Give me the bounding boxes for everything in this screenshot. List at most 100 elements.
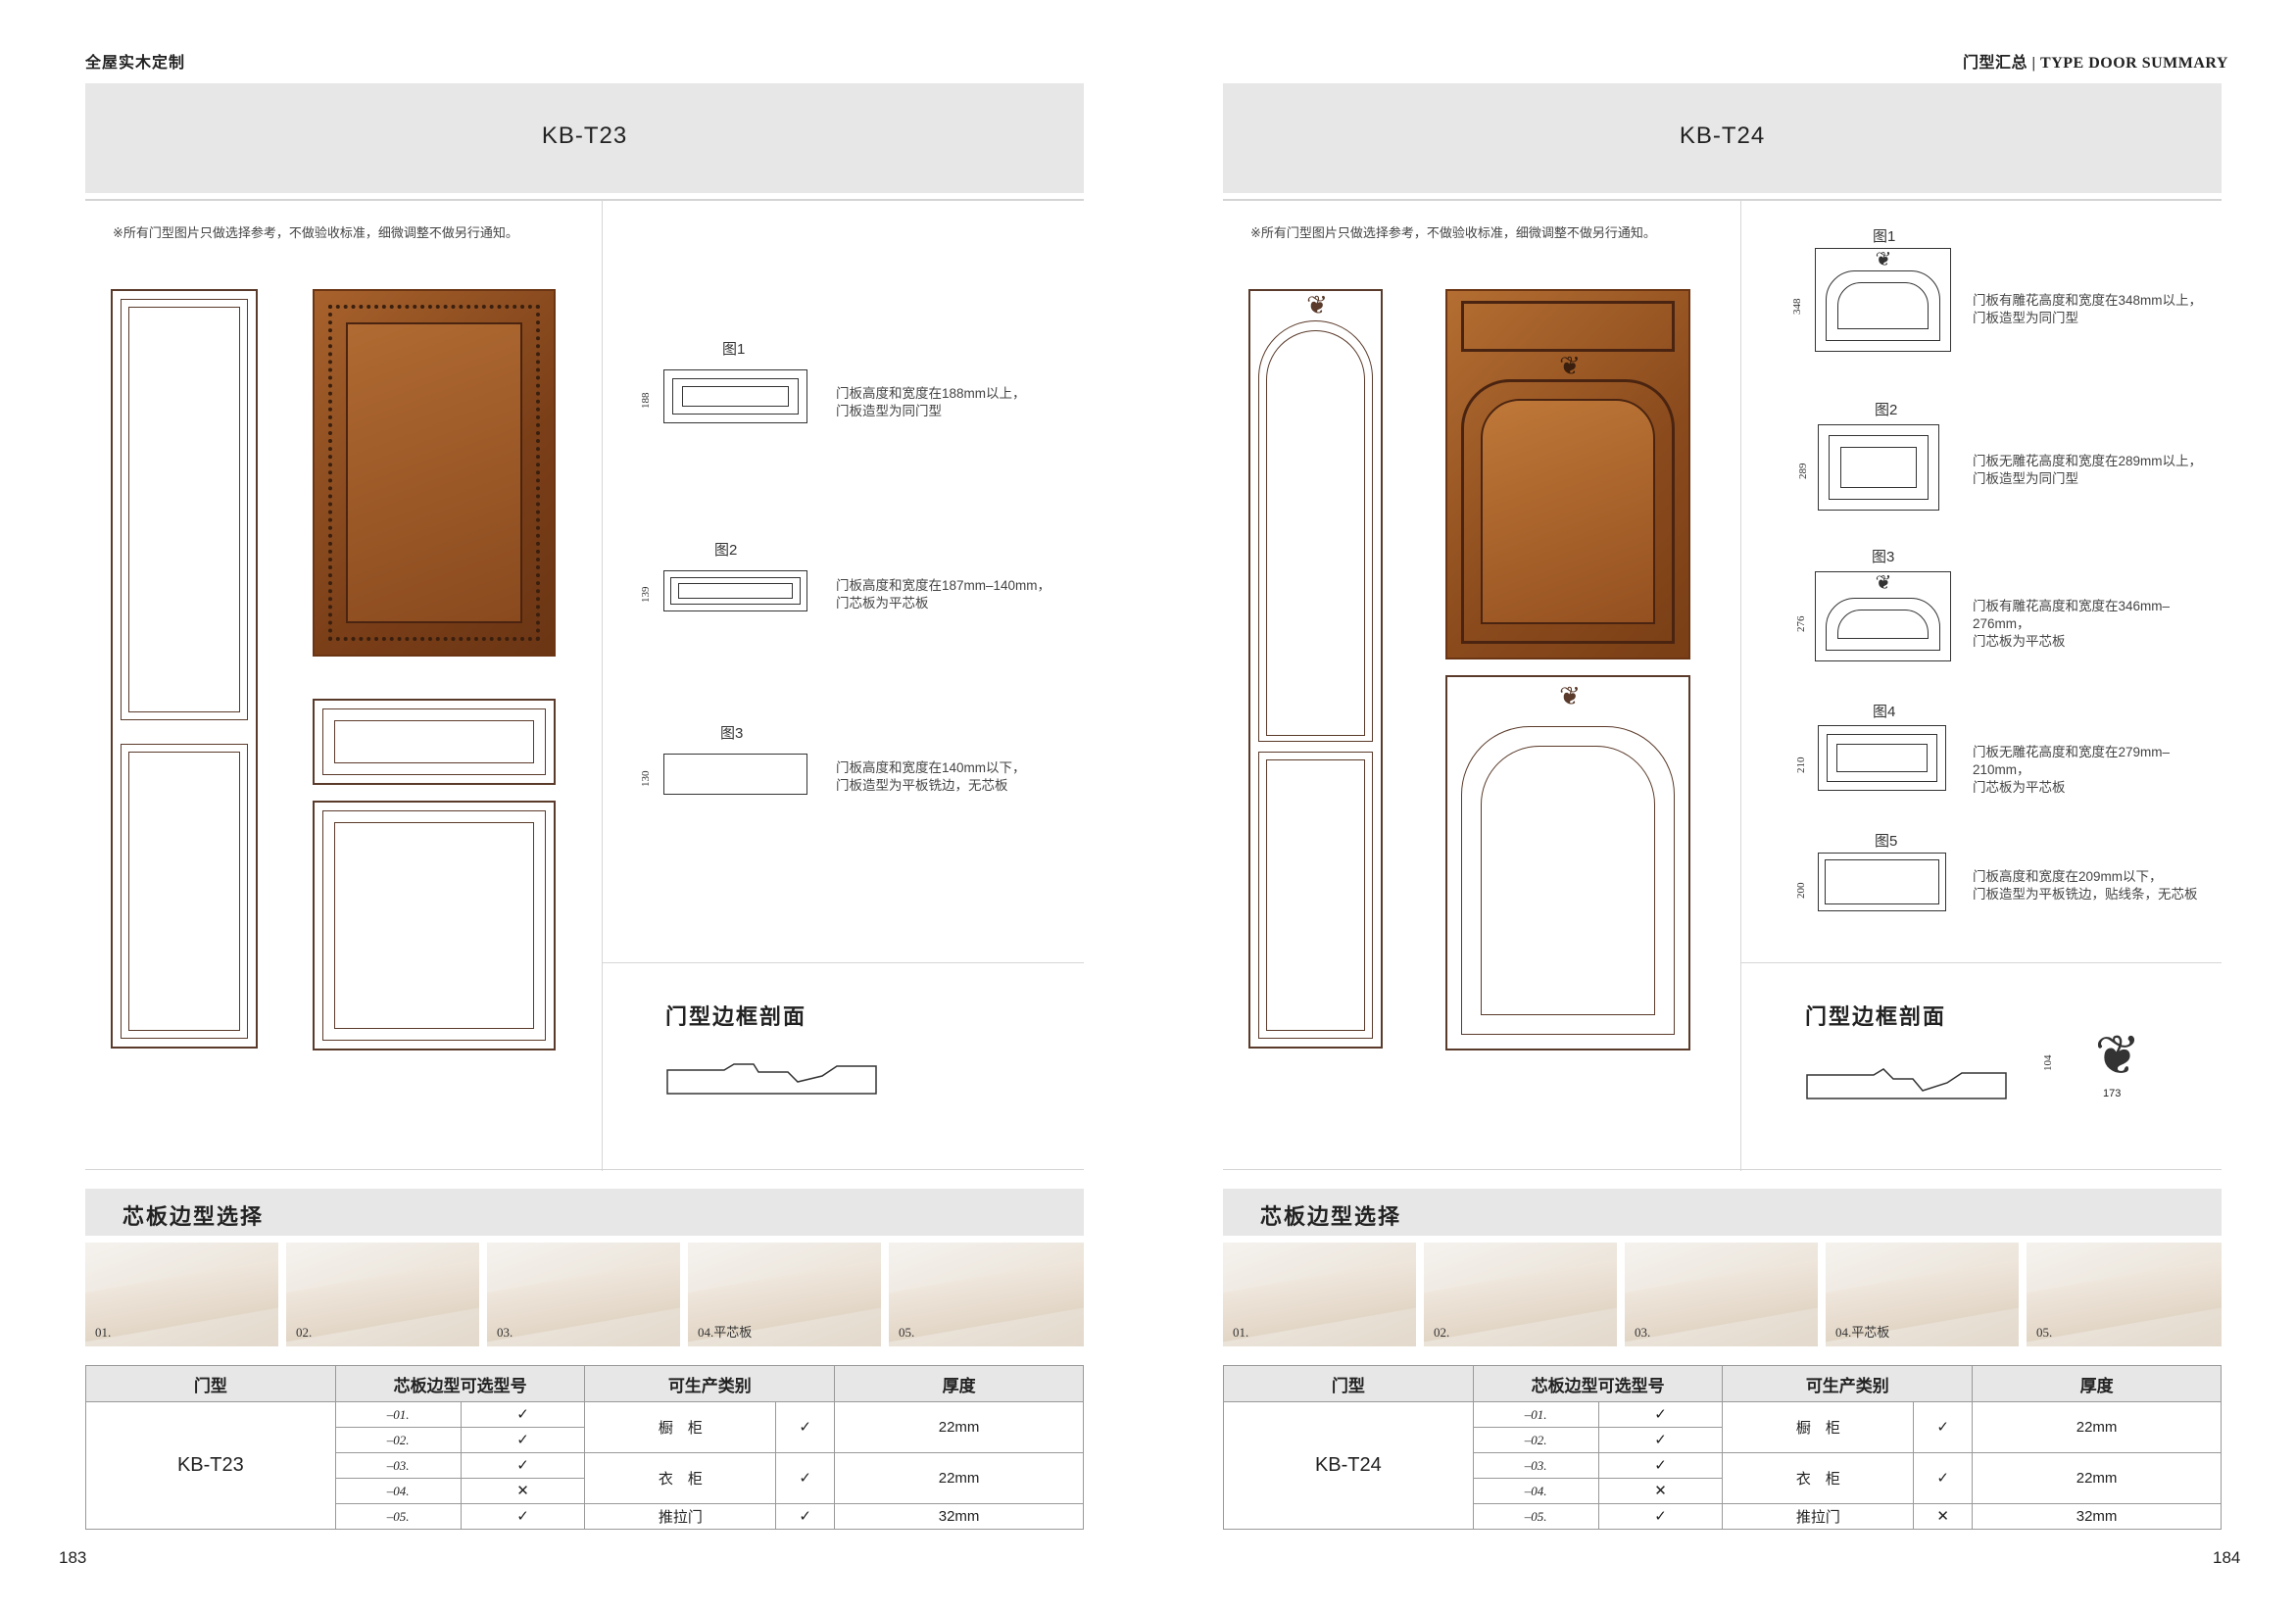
check-icon: ✓ bbox=[1597, 1503, 1724, 1530]
swatch-04[interactable]: 04.平芯板 bbox=[1826, 1243, 2019, 1346]
carving-ornament-icon: ❦ bbox=[1875, 249, 1892, 270]
option-code: –02. bbox=[1472, 1427, 1599, 1453]
door-photo-wood bbox=[313, 289, 556, 657]
swatch-02[interactable]: 02. bbox=[1424, 1243, 1617, 1346]
option-code: –03. bbox=[334, 1452, 462, 1479]
figure-3-diagram bbox=[663, 754, 807, 795]
panel-section-title: 芯板边型选择 bbox=[122, 1204, 265, 1229]
figure-2-description: 门板无雕花高度和宽度在289mm以上， 门板造型为同门型 bbox=[1973, 454, 2203, 486]
cross-icon: ✕ bbox=[1597, 1478, 1724, 1504]
divider bbox=[85, 199, 1084, 201]
table-header: 芯板边型可选型号 bbox=[334, 1365, 586, 1402]
check-icon: ✓ bbox=[1913, 1452, 1974, 1504]
thickness-cell: 22mm bbox=[1972, 1401, 2222, 1453]
figure-3-dimension: 130 bbox=[640, 770, 652, 788]
figure-2-description: 门板高度和宽度在187mm–140mm， 门芯板为平芯板 bbox=[836, 578, 1051, 610]
figure-5-description: 门板高度和宽度在209mm以下， 门板造型为平板铣边，贴线条，无芯板 bbox=[1973, 869, 2198, 902]
figure-3-dimension: 276 bbox=[1795, 615, 1807, 633]
figure-4-diagram bbox=[1818, 725, 1946, 791]
swatch-caption: 05. bbox=[2036, 1325, 2053, 1340]
check-icon: ✓ bbox=[775, 1503, 836, 1530]
swatch-04[interactable]: 04.平芯板 bbox=[688, 1243, 881, 1346]
figure-2-diagram bbox=[1818, 424, 1939, 511]
brand-title: 全屋实木定制 bbox=[85, 55, 186, 72]
table-header: 厚度 bbox=[1972, 1365, 2222, 1402]
check-icon: ✓ bbox=[460, 1401, 586, 1428]
category-name: 衣 柜 bbox=[584, 1452, 777, 1504]
check-icon: ✓ bbox=[1597, 1452, 1724, 1479]
swatch-01[interactable]: 01. bbox=[85, 1243, 278, 1346]
figure-3-label: 图3 bbox=[720, 725, 744, 742]
option-code: –01. bbox=[334, 1401, 462, 1428]
figure-2-label: 图2 bbox=[714, 542, 738, 559]
check-icon: ✓ bbox=[1597, 1427, 1724, 1453]
figure-3-description: 门板高度和宽度在140mm以下， 门板造型为平板铣边，无芯板 bbox=[836, 760, 1026, 793]
swatch-05[interactable]: 05. bbox=[2027, 1243, 2222, 1346]
swatch-caption: 03. bbox=[497, 1325, 513, 1340]
door-drawing-square bbox=[313, 801, 556, 1050]
figure-5-dimension: 200 bbox=[1795, 882, 1807, 900]
option-code: –01. bbox=[1472, 1401, 1599, 1428]
figure-5-label: 图5 bbox=[1875, 833, 1898, 850]
option-code: –03. bbox=[1472, 1452, 1599, 1479]
figure-3-description: 门板有雕花高度和宽度在346mm–276mm， 门芯板为平芯板 bbox=[1973, 599, 2171, 649]
page-kb-t23: KB-T23 ※所有门型图片只做选择参考，不做验收标准，细微调整不做另行通知。 … bbox=[85, 83, 1084, 1543]
panel-section-title: 芯板边型选择 bbox=[1260, 1204, 1402, 1229]
table-header: 门型 bbox=[1223, 1365, 1474, 1402]
swatch-02[interactable]: 02. bbox=[286, 1243, 479, 1346]
drawer-drawing bbox=[313, 699, 556, 785]
cross-icon: ✕ bbox=[1913, 1503, 1974, 1530]
model-title: KB-T23 bbox=[541, 122, 628, 149]
thickness-cell: 32mm bbox=[834, 1503, 1084, 1530]
carving-ornament-icon: ❦ bbox=[1306, 291, 1328, 319]
figure-4-dimension: 210 bbox=[1795, 757, 1807, 774]
page-number-right: 184 bbox=[2213, 1548, 2241, 1567]
door-drawing-arched: ❦ bbox=[1445, 675, 1690, 1050]
figure-3-label: 图3 bbox=[1872, 549, 1895, 565]
divider bbox=[1740, 962, 2222, 963]
model-cell: KB-T23 bbox=[85, 1401, 336, 1530]
frame-profile-drawing bbox=[1806, 1068, 2007, 1099]
figure-1-dimension: 188 bbox=[640, 392, 652, 410]
figure-1-dimension: 348 bbox=[1791, 298, 1803, 316]
frame-section-title: 门型边框剖面 bbox=[1805, 1004, 1947, 1029]
carving-ornament-icon: ❦ bbox=[1875, 572, 1892, 594]
column-divider bbox=[1740, 201, 1741, 1171]
disclaimer: ※所有门型图片只做选择参考，不做验收标准，细微调整不做另行通知。 bbox=[1250, 225, 1656, 240]
title-bar bbox=[85, 83, 1084, 193]
swatch-03[interactable]: 03. bbox=[487, 1243, 680, 1346]
table-header: 可生产类别 bbox=[1722, 1365, 1974, 1402]
figure-4-description: 门板无雕花高度和宽度在279mm–210mm， 门芯板为平芯板 bbox=[1973, 745, 2171, 795]
carving-ornament-icon: ❦ bbox=[1559, 682, 1581, 710]
table-header: 门型 bbox=[85, 1365, 336, 1402]
frame-profile-drawing bbox=[666, 1063, 877, 1095]
figure-2-dimension: 139 bbox=[640, 586, 652, 604]
category-name: 推拉门 bbox=[1722, 1503, 1915, 1530]
option-code: –02. bbox=[334, 1427, 462, 1453]
category-name: 橱 柜 bbox=[1722, 1401, 1915, 1453]
figure-4-label: 图4 bbox=[1873, 704, 1896, 720]
figure-2-label: 图2 bbox=[1875, 402, 1898, 418]
model-cell: KB-T24 bbox=[1223, 1401, 1474, 1530]
swatch-01[interactable]: 01. bbox=[1223, 1243, 1416, 1346]
figure-2-diagram bbox=[663, 570, 807, 611]
disclaimer: ※所有门型图片只做选择参考，不做验收标准，细微调整不做另行通知。 bbox=[113, 225, 518, 240]
figure-3-diagram: ❦ bbox=[1815, 571, 1951, 661]
category-name: 橱 柜 bbox=[584, 1401, 777, 1453]
swatch-caption: 03. bbox=[1635, 1325, 1651, 1340]
option-code: –04. bbox=[1472, 1478, 1599, 1504]
swatch-05[interactable]: 05. bbox=[889, 1243, 1084, 1346]
page-number-left: 183 bbox=[59, 1548, 87, 1567]
door-drawing-tall bbox=[111, 289, 258, 1049]
model-title: KB-T24 bbox=[1679, 122, 1766, 149]
thickness-cell: 22mm bbox=[834, 1401, 1084, 1453]
figure-5-diagram bbox=[1818, 853, 1946, 911]
thickness-cell: 22mm bbox=[1972, 1452, 2222, 1504]
swatch-caption: 05. bbox=[899, 1325, 915, 1340]
option-code: –05. bbox=[334, 1503, 462, 1530]
figure-1-diagram: ❦ bbox=[1815, 248, 1951, 352]
check-icon: ✓ bbox=[1597, 1401, 1724, 1428]
swatch-03[interactable]: 03. bbox=[1625, 1243, 1818, 1346]
frame-section-title: 门型边框剖面 bbox=[665, 1004, 807, 1029]
title-bar bbox=[1223, 83, 2222, 193]
